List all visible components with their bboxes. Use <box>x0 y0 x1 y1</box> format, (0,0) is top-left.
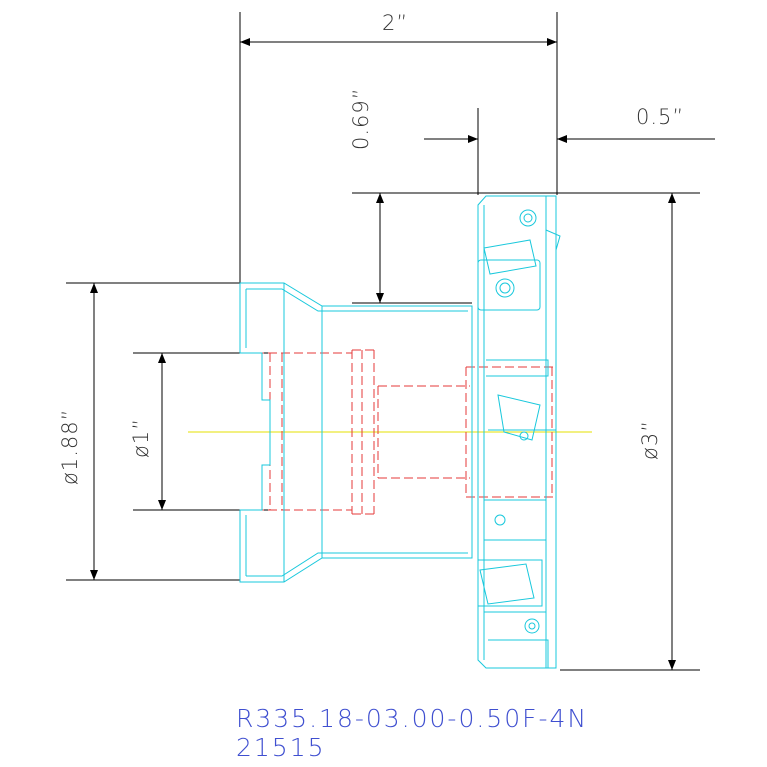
part-code-label: 21515 <box>236 733 326 762</box>
cutter-diameter-dimension: ø3” <box>638 420 662 460</box>
body-offset-dimension: 0.69” <box>349 87 373 150</box>
bore-diameter-dimension: ø1” <box>129 418 153 458</box>
overall-length-dimension: 2” <box>382 11 408 35</box>
part-number-label: R335.18-03.00-0.50F-4N <box>236 704 589 733</box>
shank-diameter-dimension: ø1.88” <box>58 409 82 486</box>
cutter-outline <box>239 195 561 669</box>
dimension-lines <box>66 12 715 671</box>
flange-width-dimension: 0.5” <box>636 105 684 129</box>
hidden-bore <box>242 349 555 515</box>
